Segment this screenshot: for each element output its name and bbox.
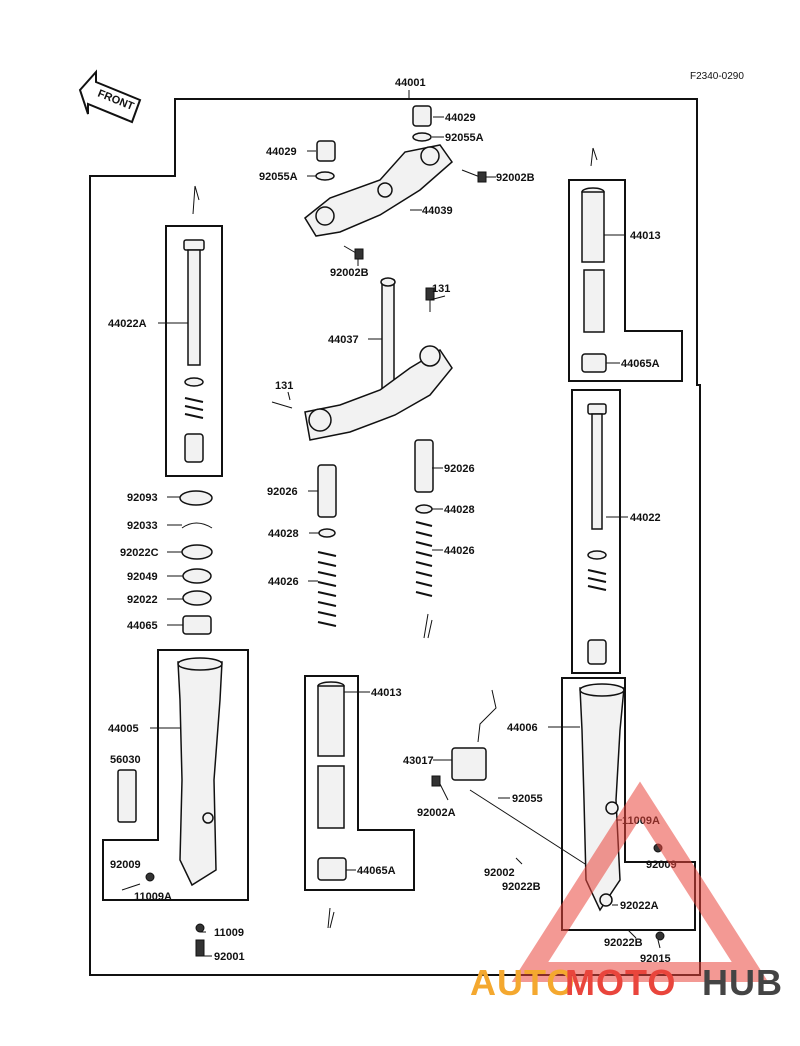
subframe-44013-top	[568, 179, 683, 382]
part-label: 92026	[444, 463, 475, 475]
part-label: 44022	[630, 512, 661, 524]
part-label: 44006	[507, 722, 538, 734]
part-label: 44022A	[108, 318, 147, 330]
part-label: 44029	[266, 146, 297, 158]
outer-tube-part-right	[579, 683, 665, 941]
part-label: 92055	[512, 793, 543, 805]
front-arrow-icon: FRONT	[78, 69, 142, 124]
part-label: 92026	[267, 486, 298, 498]
part-label: 92022B	[502, 881, 541, 893]
part-label: 92022C	[120, 547, 159, 559]
part-label: 44028	[268, 528, 299, 540]
seal-stack-part	[179, 490, 213, 635]
part-label: 44001	[395, 77, 426, 89]
part-label: 44065A	[357, 865, 396, 877]
cap-bolt-part	[412, 105, 432, 142]
part-label: 92022	[127, 594, 158, 606]
part-label: 92001	[214, 951, 245, 963]
part-label: 92009	[110, 859, 141, 871]
subframe-44022	[571, 389, 621, 674]
part-label: 44065	[127, 620, 158, 632]
fork-tube-part	[581, 187, 607, 373]
part-label: 44065A	[621, 358, 660, 370]
spacer-spring-part	[317, 439, 434, 627]
part-label: 44037	[328, 334, 359, 346]
part-label: 92093	[127, 492, 158, 504]
diagram-code: F2340-0290	[690, 71, 744, 82]
part-label: 92002B	[496, 172, 535, 184]
part-label: 11009A	[134, 891, 172, 903]
part-label: 44026	[268, 576, 299, 588]
part-label: 131	[432, 283, 450, 295]
upper-bracket-part	[304, 144, 454, 237]
part-label: 44013	[630, 230, 661, 242]
part-label: 92033	[127, 520, 158, 532]
part-labels: 44001 44029 92055A 44029 92055A 92002B 4…	[108, 77, 677, 965]
part-label: 44026	[444, 545, 475, 557]
part-label: 11009	[214, 927, 244, 939]
part-label: 56030	[110, 754, 141, 766]
part-label: 43017	[403, 755, 434, 767]
part-label: 92002	[484, 867, 515, 879]
part-label: 131	[275, 380, 293, 392]
cap-bolt-part-left	[315, 140, 336, 181]
damper-rod-part-right	[587, 403, 607, 665]
steering-stem-part	[271, 277, 453, 441]
subframe-44022A	[165, 225, 223, 477]
part-label: 92002B	[330, 267, 369, 279]
fork-tube-part-bottom	[317, 681, 347, 881]
watermark-part3: HUB	[702, 962, 783, 1003]
leader-lines	[150, 90, 661, 957]
part-label: 44028	[444, 504, 475, 516]
part-label: 44039	[422, 205, 453, 217]
part-label: 92055A	[445, 132, 484, 144]
bottom-bolt-part	[121, 872, 205, 957]
part-label: 44005	[108, 723, 139, 735]
part-label: 92049	[127, 571, 158, 583]
part-label: 92022A	[620, 900, 659, 912]
watermark-part2: MOTO	[565, 962, 676, 1003]
outer-tube-part-left	[117, 657, 223, 887]
subframe-44013-bottom	[304, 675, 415, 891]
damper-rod-part	[183, 239, 205, 463]
watermark-logo: AUTO MOTO HUB	[470, 781, 783, 1003]
part-label: 92022B	[604, 937, 643, 949]
subframe-44005	[102, 649, 249, 901]
direction-marks	[192, 147, 598, 929]
part-label: 44029	[445, 112, 476, 124]
part-label: 92055A	[259, 171, 298, 183]
watermark-part1: AUTO	[470, 962, 575, 1003]
part-label: 44013	[371, 687, 402, 699]
part-label: 92002A	[417, 807, 456, 819]
